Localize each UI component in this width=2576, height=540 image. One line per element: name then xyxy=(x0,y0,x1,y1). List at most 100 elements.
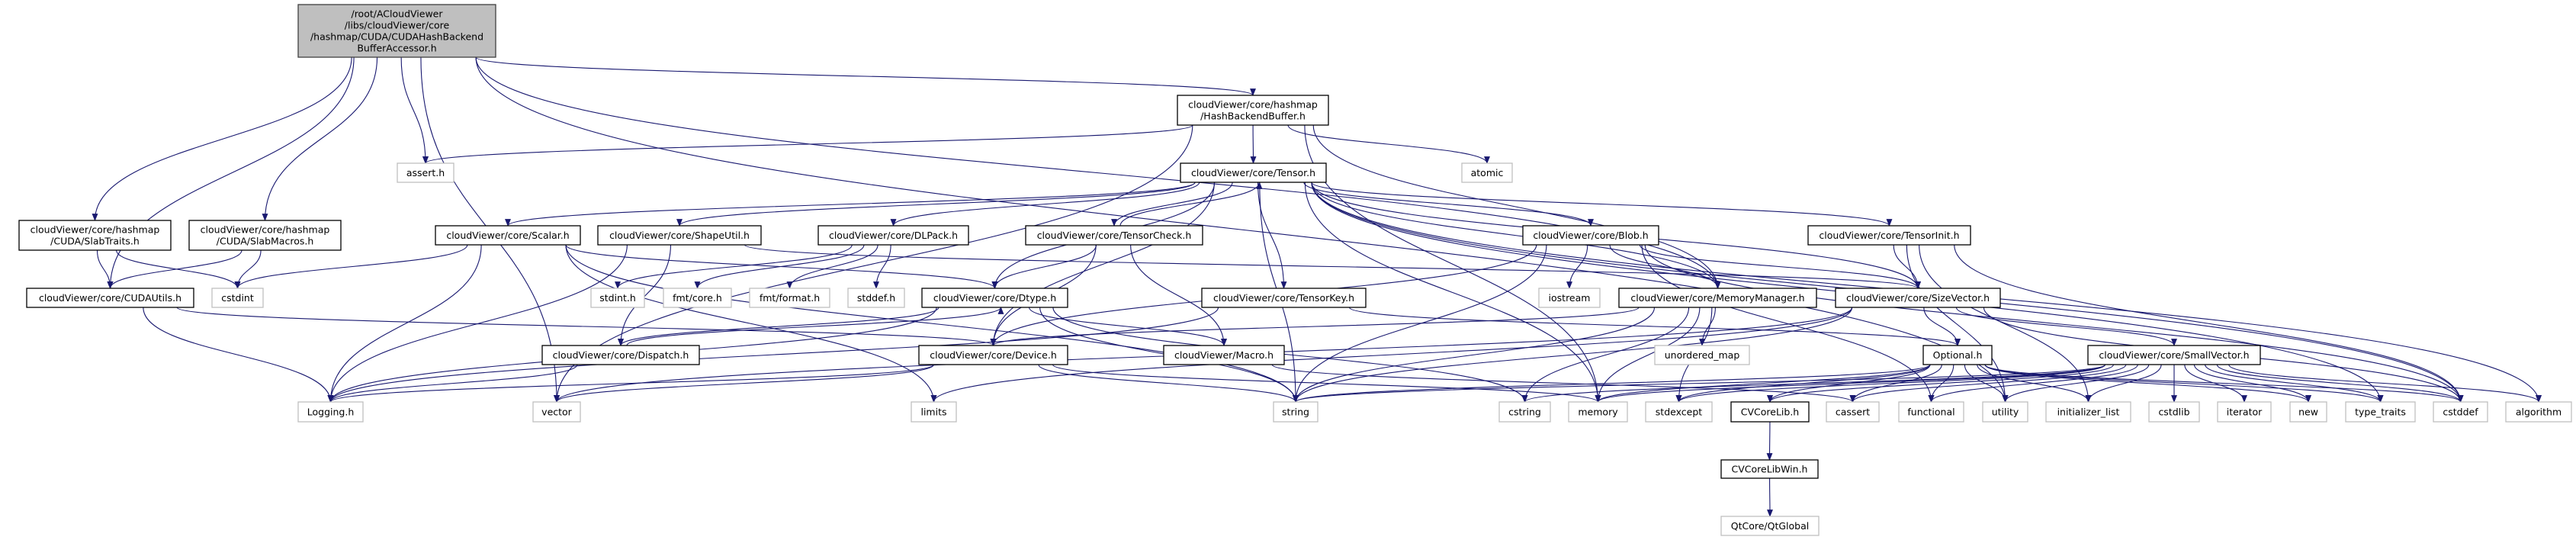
node-box xyxy=(1180,162,1327,183)
node-tensorcheck[interactable]: cloudViewer/core/TensorCheck.h xyxy=(1025,225,1203,246)
node-label: /libs/cloudViewer/core xyxy=(345,20,450,31)
node-label: type_traits xyxy=(2355,407,2406,418)
node-dtype[interactable]: cloudViewer/core/Dtype.h xyxy=(921,288,1068,308)
edge-root-to-cudautils xyxy=(107,56,355,289)
node-fmtcore: fmt/core.h xyxy=(663,288,732,308)
node-label: cstring xyxy=(1508,407,1541,418)
node-label: iostream xyxy=(1549,292,1591,304)
edge-tensorkey-to-optional xyxy=(1348,307,1961,346)
node-label: /CUDA/SlabMacros.h xyxy=(217,236,314,247)
node-hbb[interactable]: cloudViewer/core/hashmap/HashBackendBuff… xyxy=(1177,95,1329,126)
edge-dtype-to-macro xyxy=(1029,307,1227,346)
node-limits: limits xyxy=(911,401,957,423)
edge-dlpack-to-stddefh xyxy=(873,244,891,289)
node-blob[interactable]: cloudViewer/core/Blob.h xyxy=(1522,225,1659,246)
edge-hbb-to-memmgr xyxy=(1312,124,1721,289)
edge-smallvector-to-type_traits xyxy=(2205,364,2384,403)
node-cvcorelib[interactable]: CVCoreLib.h xyxy=(1730,401,1810,423)
edge-memmgr-to-unordered_map xyxy=(1699,307,1716,346)
node-slabtraits[interactable]: cloudViewer/core/hashmap/CUDA/SlabTraits… xyxy=(18,220,172,251)
node-label: string xyxy=(1282,407,1309,418)
node-box xyxy=(1898,401,1964,423)
edge-tensor-to-device xyxy=(990,182,1215,346)
edge-tensor-to-scalar xyxy=(505,182,1196,227)
node-box xyxy=(1568,401,1628,423)
node-label: algorithm xyxy=(2516,407,2562,418)
node-shapeutil[interactable]: cloudViewer/core/ShapeUtil.h xyxy=(597,225,762,246)
node-box xyxy=(911,401,957,423)
edge-smallvector-to-string xyxy=(1293,364,2106,403)
edge-tensor-to-memory xyxy=(1304,182,1601,403)
node-macro[interactable]: cloudViewer/Macro.h xyxy=(1163,345,1285,365)
node-assert: assert.h xyxy=(397,162,454,183)
edge-smallvector-to-cassert xyxy=(1849,364,2127,403)
node-box xyxy=(1538,288,1601,308)
node-box xyxy=(18,220,172,251)
node-box xyxy=(1522,225,1659,246)
node-box xyxy=(663,288,732,308)
edge-scalar-to-logging xyxy=(327,244,482,403)
node-fmtformat: fmt/format.h xyxy=(749,288,830,308)
edge-tensor-to-tensorcheck xyxy=(1111,182,1233,227)
node-sizevector[interactable]: cloudViewer/core/SizeVector.h xyxy=(1835,288,2001,308)
edge-tensorcheck-to-dtype xyxy=(991,244,1097,289)
node-device[interactable]: cloudViewer/core/Device.h xyxy=(918,345,1068,365)
edge-device-to-logging xyxy=(327,364,935,403)
node-tensor[interactable]: cloudViewer/core/Tensor.h xyxy=(1180,162,1327,183)
edge-smallvector-to-cvcorelib xyxy=(1767,364,2115,403)
node-box xyxy=(590,288,645,308)
edge-cudautils-to-logging xyxy=(143,307,334,403)
edge-blob-to-iostream xyxy=(1566,244,1588,289)
node-box xyxy=(2087,345,2261,365)
node-label: cloudViewer/core/hashmap xyxy=(201,224,330,236)
node-qtglobal: QtCore/QtGlobal xyxy=(1720,516,1820,536)
node-unordered_map: unordered_map xyxy=(1654,345,1750,365)
node-box xyxy=(1163,345,1285,365)
node-slabmacros[interactable]: cloudViewer/core/hashmap/CUDA/SlabMacros… xyxy=(188,220,342,251)
node-label: Optional.h xyxy=(1933,349,1983,361)
node-box xyxy=(1982,401,2028,423)
edge-blob-to-cstddef xyxy=(1644,244,2464,403)
edge-device-to-string xyxy=(1038,364,1299,403)
node-scalar[interactable]: cloudViewer/core/Scalar.h xyxy=(435,225,581,246)
node-box xyxy=(1720,516,1820,536)
edge-tensor-to-dlpack xyxy=(890,182,1200,227)
node-label: fmt/format.h xyxy=(760,292,820,304)
edge-dtype-to-cstring xyxy=(1052,307,1528,403)
node-box xyxy=(597,225,762,246)
node-label: new xyxy=(2298,407,2318,418)
node-box xyxy=(2148,401,2200,423)
node-label: cloudViewer/core/ShapeUtil.h xyxy=(609,230,750,241)
node-label: cloudViewer/core/Tensor.h xyxy=(1191,167,1315,178)
node-box xyxy=(541,345,700,365)
edge-dlpack-to-fmtformat xyxy=(786,244,878,289)
node-box xyxy=(1461,162,1513,183)
node-label: cassert xyxy=(1836,407,1870,418)
edge-slabmacros-to-cudautils xyxy=(107,249,243,289)
edge-smallvector-to-cstddef xyxy=(2216,364,2464,403)
node-smallvector[interactable]: cloudViewer/core/SmallVector.h xyxy=(2087,345,2261,365)
node-dlpack[interactable]: cloudViewer/core/DLPack.h xyxy=(817,225,969,246)
node-label: CVCoreLibWin.h xyxy=(1732,464,1808,475)
node-tensorkey[interactable]: cloudViewer/core/TensorKey.h xyxy=(1201,288,1367,308)
node-label: functional xyxy=(1907,407,1954,418)
node-dispatch[interactable]: cloudViewer/core/Dispatch.h xyxy=(541,345,700,365)
node-box xyxy=(1730,401,1810,423)
node-box xyxy=(2045,401,2131,423)
node-root[interactable]: /root/ACloudViewer/libs/cloudViewer/core… xyxy=(297,4,496,58)
node-label: memory xyxy=(1578,407,1618,418)
node-label: cloudViewer/core/SizeVector.h xyxy=(1846,292,1990,304)
edge-sizevector-to-smallvector xyxy=(1955,307,2177,346)
node-label: QtCore/QtGlobal xyxy=(1731,520,1810,532)
node-tensorinit[interactable]: cloudViewer/core/TensorInit.h xyxy=(1807,225,1971,246)
node-cudautils[interactable]: cloudViewer/core/CUDAUtils.h xyxy=(26,288,194,308)
node-memmgr[interactable]: cloudViewer/core/MemoryManager.h xyxy=(1618,288,1817,308)
node-stdexcept: stdexcept xyxy=(1645,401,1713,423)
node-label: cstddef xyxy=(2443,407,2478,418)
node-cvcorelibwin[interactable]: CVCoreLibWin.h xyxy=(1720,459,1819,479)
node-optional[interactable]: Optional.h xyxy=(1922,345,1993,365)
edge-macro-to-cassert xyxy=(1271,364,1856,403)
edge-hbb-to-memory xyxy=(1304,124,1601,403)
node-box xyxy=(397,162,454,183)
node-label: BufferAccessor.h xyxy=(357,43,436,54)
